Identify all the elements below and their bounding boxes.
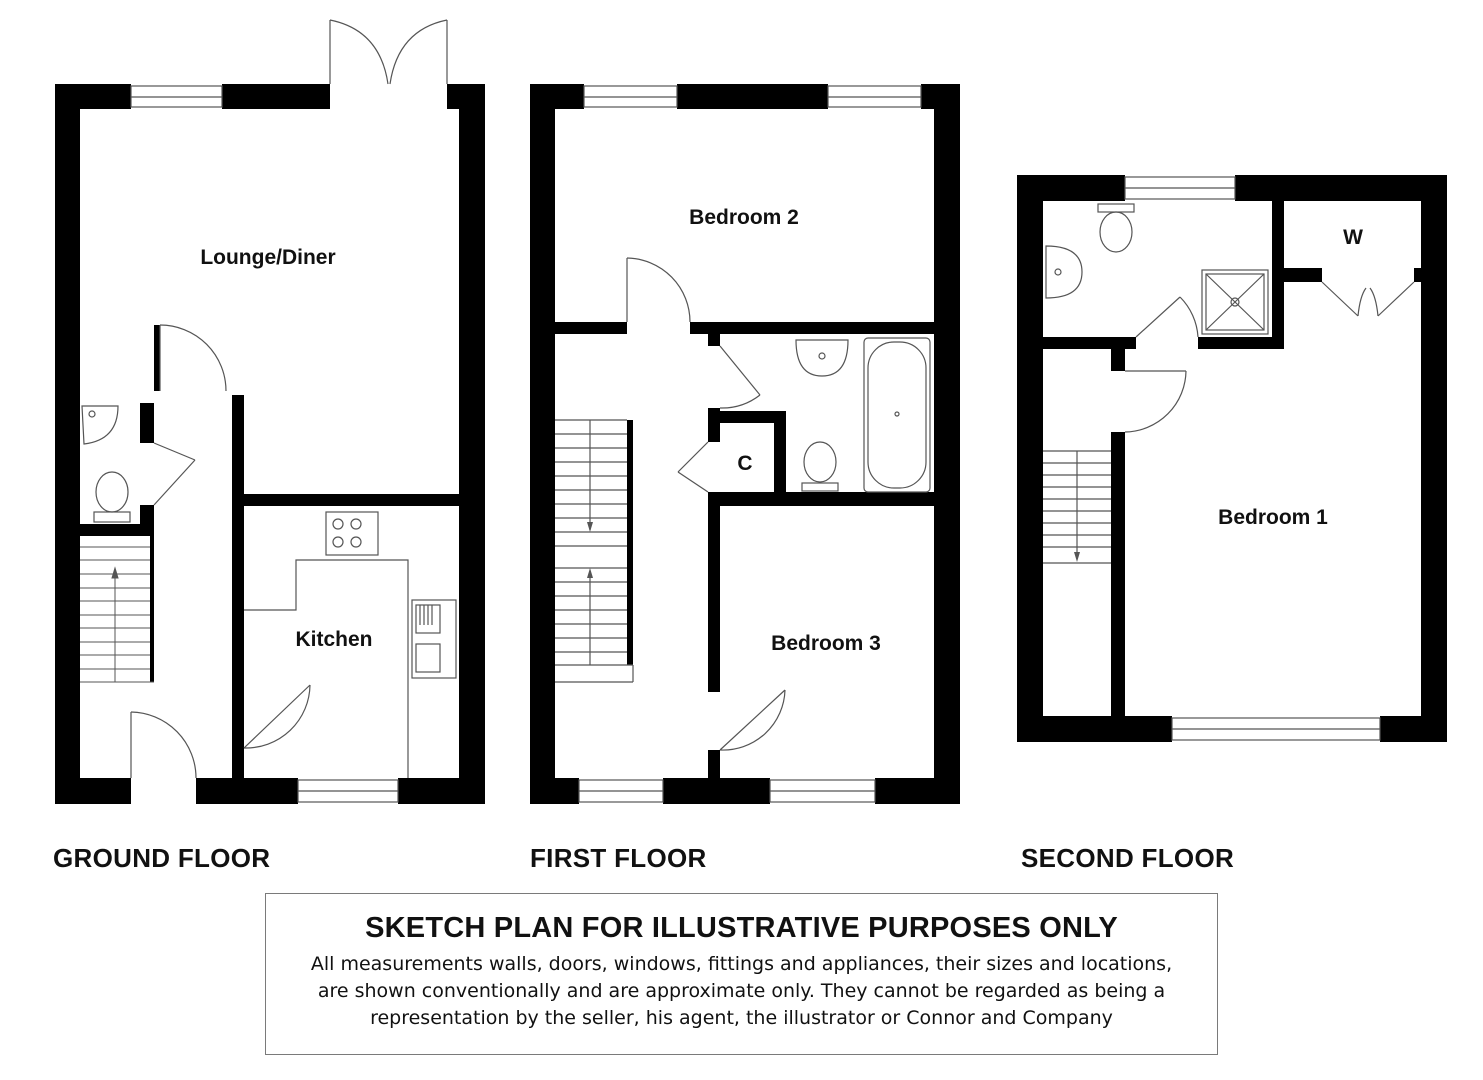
disclaimer-line: representation by the seller, his agent,… bbox=[370, 1007, 1113, 1029]
room-label-bedroom-3: Bedroom 3 bbox=[771, 632, 881, 655]
toilet-icon bbox=[81, 405, 131, 523]
floor-title-second: SECOND FLOOR bbox=[1021, 843, 1235, 873]
ground-floor-plan: Lounge/Diner Kitchen bbox=[55, 19, 485, 804]
room-label-wardrobe: W bbox=[1343, 226, 1363, 249]
room-label-lounge: Lounge/Diner bbox=[200, 246, 335, 269]
room-label-bedroom-2: Bedroom 2 bbox=[689, 206, 799, 229]
basin-icon bbox=[1045, 245, 1083, 299]
shower-icon bbox=[1201, 269, 1269, 335]
hob-icon bbox=[325, 511, 379, 556]
disclaimer-line: All measurements walls, doors, windows, … bbox=[310, 953, 1173, 975]
sink-icon bbox=[411, 599, 457, 679]
floor-plan: Lounge/Diner Kitchen bbox=[55, 19, 1447, 804]
first-floor-plan: Bedroom 2 C Bedroom 3 bbox=[530, 84, 960, 804]
disclaimer-box: SKETCH PLAN FOR ILLUSTRATIVE PURPOSES ON… bbox=[265, 893, 1218, 1055]
disclaimer-text: All measurements walls, doors, windows, … bbox=[266, 951, 1217, 1032]
basin-icon bbox=[795, 339, 849, 377]
room-label-bedroom-1: Bedroom 1 bbox=[1218, 506, 1328, 529]
disclaimer-title: SKETCH PLAN FOR ILLUSTRATIVE PURPOSES ON… bbox=[365, 912, 1118, 944]
room-label-cupboard: C bbox=[737, 452, 752, 475]
room-label-kitchen: Kitchen bbox=[295, 628, 372, 651]
toilet-icon bbox=[1097, 203, 1135, 213]
toilet-icon bbox=[803, 441, 837, 483]
floor-title-first: FIRST FLOOR bbox=[530, 843, 707, 873]
floor-title-ground: GROUND FLOOR bbox=[53, 843, 271, 873]
bath-icon bbox=[863, 337, 931, 493]
second-floor-plan: W Bedroom 1 bbox=[1017, 175, 1447, 742]
disclaimer-line: are shown conventionally and are approxi… bbox=[317, 980, 1166, 1002]
